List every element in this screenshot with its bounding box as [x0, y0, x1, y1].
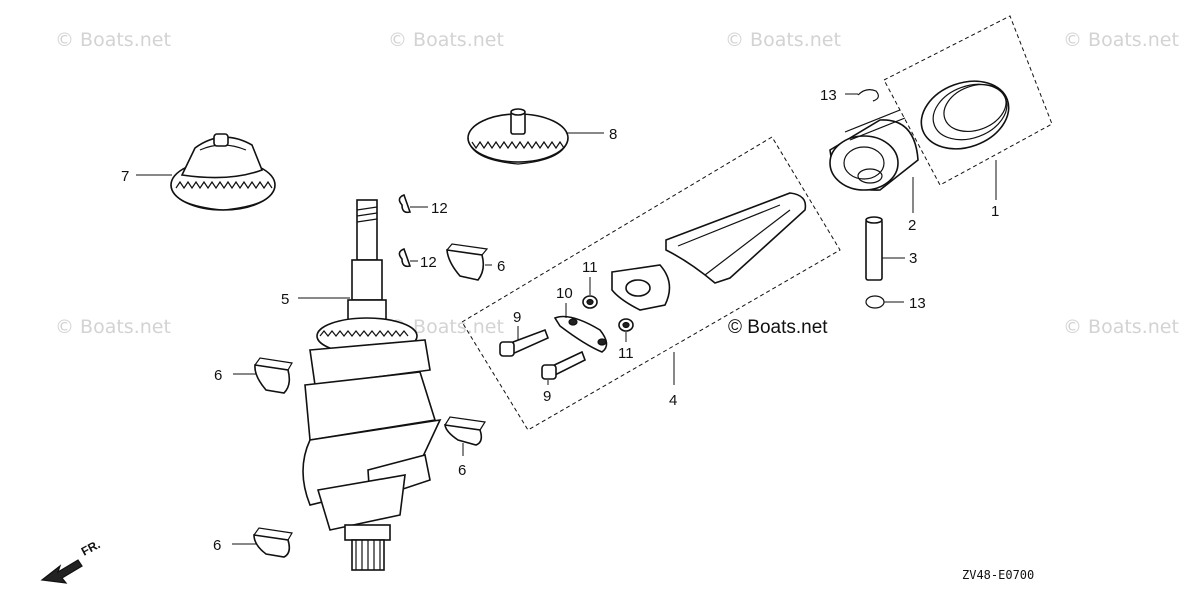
part-2-piston [829, 109, 919, 213]
watermark-top-2: © Boats.net [388, 29, 504, 51]
callout-6-left: 6 [214, 367, 222, 384]
part-3-piston-pin [865, 216, 905, 281]
part-13-clips [845, 89, 904, 309]
part-6-bearings [232, 243, 492, 558]
callout-11-lower: 11 [618, 345, 634, 362]
callout-9-upper: 9 [513, 309, 521, 326]
part-4-connecting-rod [499, 192, 807, 385]
watermark-top-3: © Boats.net [725, 29, 841, 51]
watermark-mid-4: © Boats.net [1063, 316, 1179, 338]
diagram-code: ZV48-E0700 [962, 568, 1034, 582]
front-arrow-label: FR. [79, 537, 103, 558]
callout-12-upper: 12 [431, 200, 448, 217]
callout-2: 2 [908, 217, 916, 234]
front-arrow-icon [40, 559, 83, 584]
connecting-rod-kit-outline [461, 136, 841, 431]
callout-13-lower: 13 [909, 295, 926, 312]
callout-6-upper: 6 [497, 258, 505, 275]
callout-1: 1 [991, 203, 999, 220]
callout-9-lower: 9 [543, 388, 551, 405]
callout-7: 7 [121, 168, 129, 185]
part-5-crankshaft [298, 199, 442, 571]
part-1-ring-set [920, 80, 1010, 200]
watermark-group: © Boats.net © Boats.net © Boats.net © Bo… [55, 29, 1179, 338]
watermark-mid-1: © Boats.net [55, 316, 171, 338]
part-7-drive-gear [136, 133, 276, 211]
callout-5: 5 [281, 291, 289, 308]
front-direction-arrow: FR. [40, 537, 103, 584]
part-12-keys [398, 193, 428, 268]
callout-3: 3 [909, 250, 917, 267]
watermark-top-1: © Boats.net [55, 29, 171, 51]
callout-12-lower: 12 [420, 254, 437, 271]
callout-6-bottom: 6 [213, 537, 221, 554]
callout-4: 4 [669, 392, 677, 409]
piston-ring-set-outline [883, 15, 1053, 186]
center-watermark: © Boats.net [728, 317, 828, 338]
part-8-driven-gear [467, 108, 604, 165]
callout-10: 10 [556, 285, 573, 302]
watermark-top-4: © Boats.net [1063, 29, 1179, 51]
callout-6-lower: 6 [458, 462, 466, 479]
callout-11-upper: 11 [582, 259, 598, 276]
callout-13-upper: 13 [820, 87, 837, 104]
callout-8: 8 [609, 126, 617, 143]
